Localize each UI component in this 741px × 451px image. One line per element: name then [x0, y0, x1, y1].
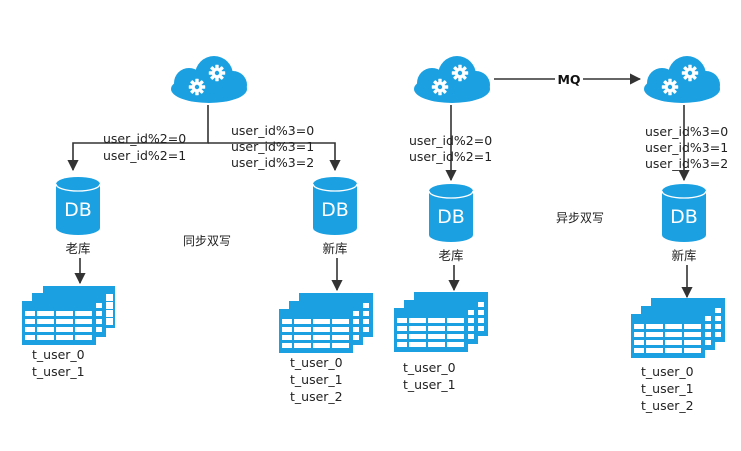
old-rule-0: user_id%2=0: [103, 131, 186, 146]
async-new-table-stack: [631, 298, 725, 358]
new-rule-0: user_id%3=0: [231, 123, 314, 138]
sync-mode-label: 同步双写: [183, 234, 231, 248]
app-cloud-gear-icon-async: [414, 56, 490, 103]
async-old-db-name: 老库: [438, 248, 463, 263]
arrow-to-new-db: [208, 142, 341, 172]
async-mode-label: 异步双写: [556, 211, 604, 225]
async-new-rule-2: user_id%3=2: [645, 156, 728, 171]
new-table-0: t_user_0: [290, 355, 343, 370]
new-db-name: 新库: [322, 241, 347, 256]
new-rule-1: user_id%3=1: [231, 139, 314, 154]
new-table-stack: [279, 293, 373, 353]
async-new-rule-0: user_id%3=0: [645, 124, 728, 139]
mq-label: MQ: [557, 72, 580, 87]
async-new-db-label: DB: [670, 206, 698, 228]
new-rule-2: user_id%3=2: [231, 155, 314, 170]
async-old-rule-0: user_id%2=0: [409, 133, 492, 148]
old-table-0: t_user_0: [32, 347, 85, 362]
async-new-table-0: t_user_0: [641, 364, 694, 379]
old-db-name: 老库: [65, 241, 90, 256]
old-table-1: t_user_1: [32, 364, 85, 379]
async-new-db-name: 新库: [671, 248, 696, 263]
new-table-2: t_user_2: [290, 389, 343, 404]
async-old-table-0: t_user_0: [403, 360, 456, 375]
async-new-table-1: t_user_1: [641, 381, 694, 396]
old-table-stack: [22, 285, 116, 345]
async-new-rule-1: user_id%3=1: [645, 140, 728, 155]
mq-label-bg: [555, 71, 583, 86]
app-cloud-gear-icon: [171, 56, 247, 103]
arrow-to-old-db: [67, 105, 209, 172]
async-old-table-stack: [394, 292, 488, 352]
new-db-label: DB: [321, 199, 349, 221]
async-old-table-1: t_user_1: [403, 377, 456, 392]
async-old-rule-1: user_id%2=1: [409, 149, 492, 164]
new-table-1: t_user_1: [290, 372, 343, 387]
old-rule-1: user_id%2=1: [103, 148, 186, 163]
consumer-cloud-gear-icon: [644, 56, 720, 103]
async-old-db-label: DB: [437, 206, 465, 228]
async-new-table-2: t_user_2: [641, 398, 694, 413]
old-db-label: DB: [64, 199, 92, 221]
